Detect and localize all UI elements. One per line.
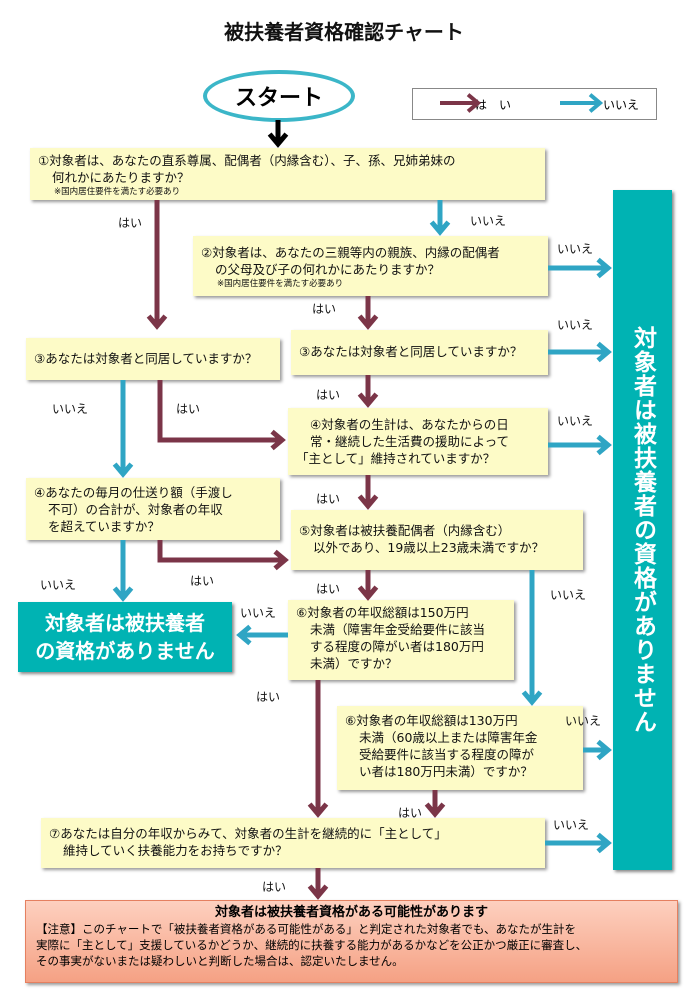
yes-label: はい bbox=[398, 806, 423, 820]
q5-yes-arrow-head bbox=[357, 585, 379, 601]
result-possibly-eligible: 対象者は被扶養者資格がある可能性があります 【注意】このチャートで「被扶養者資格… bbox=[25, 900, 678, 983]
question-3-left: ③あなたは対象者と同居していますか？ bbox=[26, 338, 280, 380]
yes-label: はい bbox=[118, 216, 143, 230]
question-1: ①対象者は、あなたの直系尊属、配偶者（内縁含む）、子、孫、兄姉弟妹の何れかにあた… bbox=[30, 148, 545, 200]
yes-label: はい bbox=[262, 880, 287, 894]
q1-no-arrow-head bbox=[429, 220, 451, 236]
q5-no-arrow-head bbox=[521, 690, 543, 706]
q2-no-arrow-head bbox=[596, 257, 612, 279]
q4l-yes-arrow-head bbox=[273, 549, 289, 571]
start-node: スタート bbox=[203, 70, 355, 122]
q6a-yes-arrow-head bbox=[307, 802, 329, 818]
q6b-yes-arrow-head bbox=[424, 802, 446, 818]
note-line: 実際に「主として」支援しているかどうか、継続的に扶養する能力があるかなどを公正か… bbox=[36, 938, 588, 952]
question-7: ⑦あなたは自分の年収からみて、対象者の生計を継続的に「主として」維持していく扶養… bbox=[41, 818, 545, 868]
no-label: いいえ bbox=[565, 714, 602, 728]
q4l-yes-arrow bbox=[157, 540, 285, 563]
q2-yes-arrow-head bbox=[357, 314, 379, 330]
q3r-no-arrow-head bbox=[596, 341, 612, 363]
question-3-right: ③あなたは対象者と同居していますか？ bbox=[291, 330, 548, 375]
q6b-no-arrow-head bbox=[596, 739, 612, 761]
no-label: いいえ bbox=[553, 818, 590, 832]
no-label: いいえ bbox=[52, 402, 89, 416]
no-label: いいえ bbox=[557, 242, 594, 256]
legend-yes: は い bbox=[475, 98, 512, 112]
question-5: ⑤対象者は被扶養配偶者（内縁含む）以外であり、19歳以上23歳未満ですか？ bbox=[291, 510, 583, 570]
question-6b: ⑥対象者の年収総額は130万円未満（60歳以上または障害年金受給要件に該当する程… bbox=[337, 706, 583, 790]
q6a-no-arrow-head bbox=[236, 624, 252, 646]
note-line: その事実がないまたは疑わしいと判断した場合は、認定いたしません。 bbox=[36, 954, 404, 968]
yes-label: はい bbox=[176, 402, 201, 416]
q7-no-arrow-head bbox=[596, 832, 612, 854]
yes-label: はい bbox=[316, 582, 341, 596]
legend-no: いいえ bbox=[603, 98, 640, 112]
q7-yes-arrow-head bbox=[307, 884, 329, 900]
yes-label: はい bbox=[316, 388, 341, 402]
yes-label: はい bbox=[312, 302, 337, 316]
result-not-eligible-right: 対象者は被扶養者の資格がありません bbox=[613, 190, 672, 870]
start-arrow-head bbox=[267, 132, 289, 148]
no-label: いいえ bbox=[550, 588, 587, 602]
yes-label: はい bbox=[190, 574, 215, 588]
q3l-yes-arrow-head bbox=[270, 429, 286, 451]
no-label: いいえ bbox=[40, 578, 77, 592]
q4r-no-arrow-head bbox=[596, 434, 612, 456]
legend-yes-arrow-head bbox=[466, 93, 482, 113]
q1-yes-arrow-head bbox=[146, 314, 168, 330]
no-label: いいえ bbox=[470, 214, 507, 228]
legend: は い いいえ bbox=[412, 88, 657, 120]
question-6a: ⑥対象者の年収総額は150万円未満（障害年金受給要件に該当する程度の障がい者は1… bbox=[288, 600, 514, 680]
yes-label: はい bbox=[256, 690, 281, 704]
question-4-right: ④対象者の生計は、あなたからの日常・継続した生活費の援助によって「主として」維持… bbox=[288, 408, 548, 475]
q3l-yes-arrow bbox=[157, 380, 282, 443]
question-4-left: ④あなたの毎月の仕送り額（手渡し不可）の合計が、対象者の年収を超えていますか？ bbox=[26, 478, 280, 540]
note-line: 【注意】このチャートで「被扶養者資格がある可能性がある」と判定された対象者でも、… bbox=[36, 922, 577, 936]
q3r-yes-arrow-head bbox=[357, 392, 379, 408]
question-2: ②対象者は、あなたの三親等内の親族、内縁の配偶者の父母及び子の何れかにあたります… bbox=[193, 236, 548, 296]
no-label: いいえ bbox=[557, 414, 594, 428]
q4r-yes-arrow-head bbox=[357, 494, 379, 510]
q3l-no-arrow-head bbox=[112, 462, 134, 478]
yes-label: はい bbox=[316, 492, 341, 506]
q4l-no-arrow-head bbox=[112, 586, 134, 602]
result-title: 対象者は被扶養者資格がある可能性があります bbox=[214, 905, 488, 920]
no-label: いいえ bbox=[240, 606, 277, 620]
legend-no-arrow-head bbox=[588, 93, 604, 113]
no-label: いいえ bbox=[557, 318, 594, 332]
chart-title: 被扶養者資格確認チャート bbox=[224, 20, 464, 44]
result-not-eligible-left: 対象者は被扶養者の資格がありません bbox=[18, 602, 232, 672]
